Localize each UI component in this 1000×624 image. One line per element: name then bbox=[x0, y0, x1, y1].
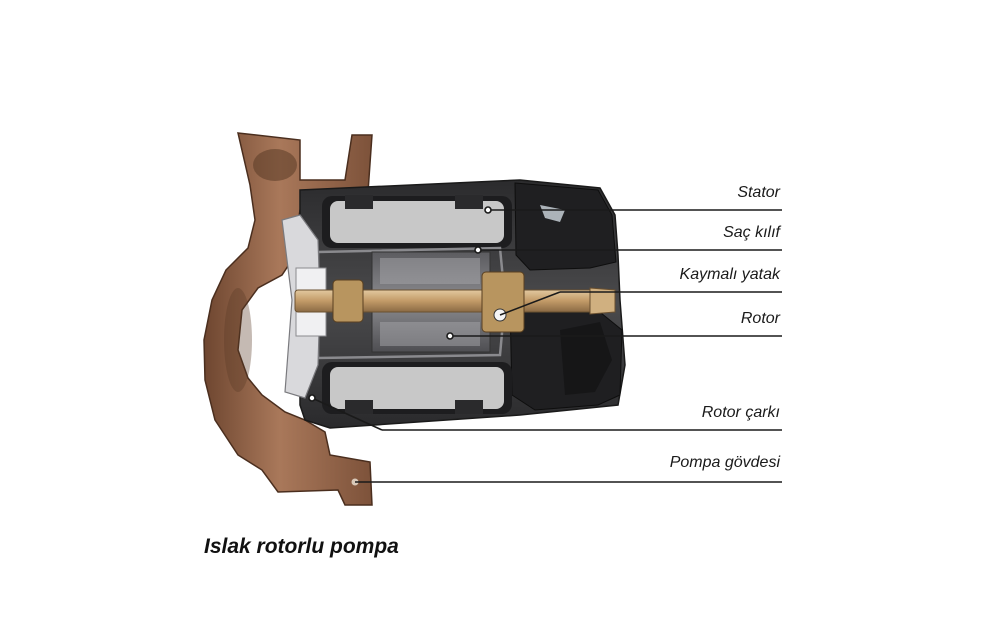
label-rotor: Rotor bbox=[740, 310, 780, 327]
shaft bbox=[294, 287, 616, 315]
label-sac-kilif: Saç kılıf bbox=[723, 224, 780, 241]
diagram-caption: Islak rotorlu pompa bbox=[204, 535, 399, 558]
label-stator: Stator bbox=[737, 184, 780, 201]
plain-bearing bbox=[332, 271, 525, 333]
leader-line-kaymali-yatak bbox=[499, 291, 561, 316]
pump-body bbox=[203, 132, 373, 506]
label-pompa-govdesi: Pompa gövdesi bbox=[669, 454, 780, 471]
leader-line-rotor-carki bbox=[311, 397, 383, 431]
label-rotor-carki: Rotor çarkı bbox=[701, 404, 780, 421]
leader-lines bbox=[308, 206, 782, 483]
label-kaymali-yatak: Kaymalı yatak bbox=[679, 266, 780, 283]
stator bbox=[322, 195, 512, 414]
